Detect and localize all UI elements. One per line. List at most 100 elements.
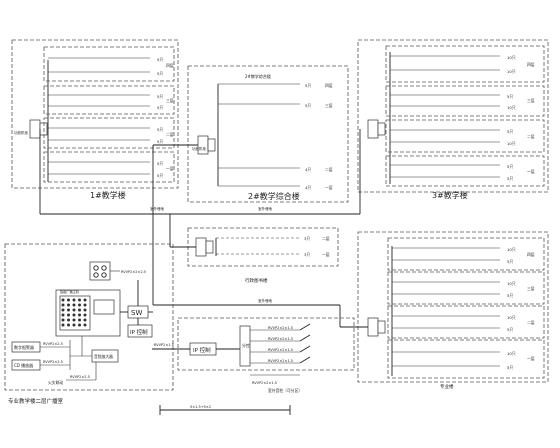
floor-frame xyxy=(43,46,175,82)
speaker-count: 5只 xyxy=(157,57,163,62)
speaker-count: 5只 xyxy=(157,139,163,144)
ip-zone-panel-label: 分控 xyxy=(242,343,250,348)
ip-line-label: RVVP2×2×1.5 xyxy=(268,326,293,330)
floor-frame xyxy=(387,271,545,305)
host-display xyxy=(93,299,115,315)
floor-label: 四层 xyxy=(527,62,535,67)
host-button xyxy=(67,308,70,312)
host-button xyxy=(61,308,65,312)
control-room: RVVP2×2×2.5 智能广播主机 SW IP 控制 数字报警器 RVVP2×… xyxy=(4,243,174,405)
host-button xyxy=(78,313,81,317)
floor-frame xyxy=(385,45,545,83)
switch-label: SW xyxy=(131,309,142,317)
host-button xyxy=(78,318,81,322)
speaker-count: 5只 xyxy=(157,105,163,110)
host-button xyxy=(78,303,81,307)
floor-label: 二层 xyxy=(527,134,535,139)
speaker-icon xyxy=(93,265,99,271)
floor-frame xyxy=(43,117,175,149)
floor-label: 一层 xyxy=(527,356,535,361)
speaker-count: 5只 xyxy=(305,83,311,88)
speaker-count: 5只 xyxy=(157,94,163,99)
speaker-icon xyxy=(101,265,107,271)
floor-label: 二层 xyxy=(527,320,535,325)
speaker-count: 10只 xyxy=(507,69,516,74)
floor-frame xyxy=(387,305,545,339)
host-button xyxy=(78,298,81,302)
alarm-cable: RVVP2×2.5 xyxy=(43,342,63,346)
building-3-cabinet-unit xyxy=(377,122,386,136)
floor-frame xyxy=(385,85,545,117)
speaker-count: 5只 xyxy=(507,293,513,298)
bottom-cable: 5×1.5+5×2 xyxy=(159,405,291,415)
floor-frame xyxy=(43,85,175,115)
speaker-count: 5只 xyxy=(305,103,311,108)
building-1-floor-3: 5只 5只 三层 xyxy=(43,85,175,115)
host-button xyxy=(72,313,76,317)
trunk-label-right: 室外埋地 xyxy=(258,298,272,303)
ip-zone: IP 控制 RVVP2×1.5 分控 RVVP2×2×1.5 RVVP2×2×1… xyxy=(152,317,355,393)
building-3-frame xyxy=(357,39,549,193)
host-button xyxy=(61,323,65,327)
host-button xyxy=(72,298,76,302)
floor-frame xyxy=(385,155,545,187)
building-2-block: 功放机柜 5只 5只 4只 4只 四层 三层 二层 一层 2#教学综合楼 2#教… xyxy=(187,65,349,203)
floor-label: 四层 xyxy=(325,83,333,88)
building-1-cabinet-unit xyxy=(39,122,48,136)
speaker-icon xyxy=(101,272,107,278)
admin-cabinet xyxy=(195,237,207,257)
floor-label: 四层 xyxy=(166,63,174,68)
host-button xyxy=(78,323,81,327)
speaker-count: 3只 xyxy=(304,236,310,241)
building-1-cabinet xyxy=(29,119,41,139)
host-button xyxy=(72,303,76,307)
host-button xyxy=(61,318,65,322)
host-caption: 智能广播主机 xyxy=(60,289,80,294)
control-room-title: 专业教学楼二层广播室 xyxy=(8,397,64,405)
admin-cabinet-unit xyxy=(205,240,214,254)
speaker-count: 5只 xyxy=(157,161,163,166)
host-button xyxy=(83,303,87,307)
speaker-count: 10只 xyxy=(507,55,516,60)
host-button xyxy=(78,308,81,312)
floor-label: 二层 xyxy=(166,132,174,137)
floor-frame xyxy=(387,237,545,271)
floor-label: 二层 xyxy=(322,236,330,241)
floor-label: 四层 xyxy=(527,252,535,257)
building-2-header: 2#教学综合楼 xyxy=(245,73,271,79)
building-1-floor-2: 5只 5只 二层 xyxy=(43,117,175,149)
floor-label: 一层 xyxy=(166,166,174,171)
speaker-count: 5只 xyxy=(507,365,513,370)
host-button xyxy=(83,298,87,302)
host-button xyxy=(61,303,65,307)
speaker-cabinet xyxy=(89,261,111,281)
host-cable-label: RVVP2×2×2.5 xyxy=(121,270,146,274)
floor-label: 三层 xyxy=(527,98,535,103)
building-1-floor-4: 5只 5只 四层 xyxy=(43,46,175,82)
building-2-cabinet-unit xyxy=(207,138,216,152)
cd-label: CD 播放器 xyxy=(14,362,33,368)
floor-label: 三层 xyxy=(527,286,535,291)
arts-frame xyxy=(357,231,549,383)
building-1-floor-1: 5只 5只 一层 xyxy=(43,151,175,183)
speaker-count: 5只 xyxy=(507,327,513,332)
speaker-count: 10只 xyxy=(507,141,516,146)
building-3-cabinet xyxy=(367,119,379,139)
building-2-cabinet-label: 功放机柜 xyxy=(192,146,206,151)
host-button xyxy=(83,323,87,327)
floor-label: 一层 xyxy=(325,185,333,190)
speaker-count: 4只 xyxy=(305,167,311,172)
ip-bottom-line: RVVP2×2×1.5 xyxy=(252,381,277,385)
arts-cabinet xyxy=(367,317,379,337)
speaker-count: 3只 xyxy=(304,252,310,257)
ip-line-label: RVVP2×2×1.5 xyxy=(268,348,293,352)
building-1-frame xyxy=(11,39,179,189)
host-button xyxy=(83,313,87,317)
host-button xyxy=(83,308,87,312)
floor-label: 一层 xyxy=(527,169,535,174)
speaker-count: 5只 xyxy=(507,164,513,169)
ip-zone-frame xyxy=(177,317,355,371)
host-button xyxy=(61,313,65,317)
speaker-count: 5只 xyxy=(507,259,513,264)
